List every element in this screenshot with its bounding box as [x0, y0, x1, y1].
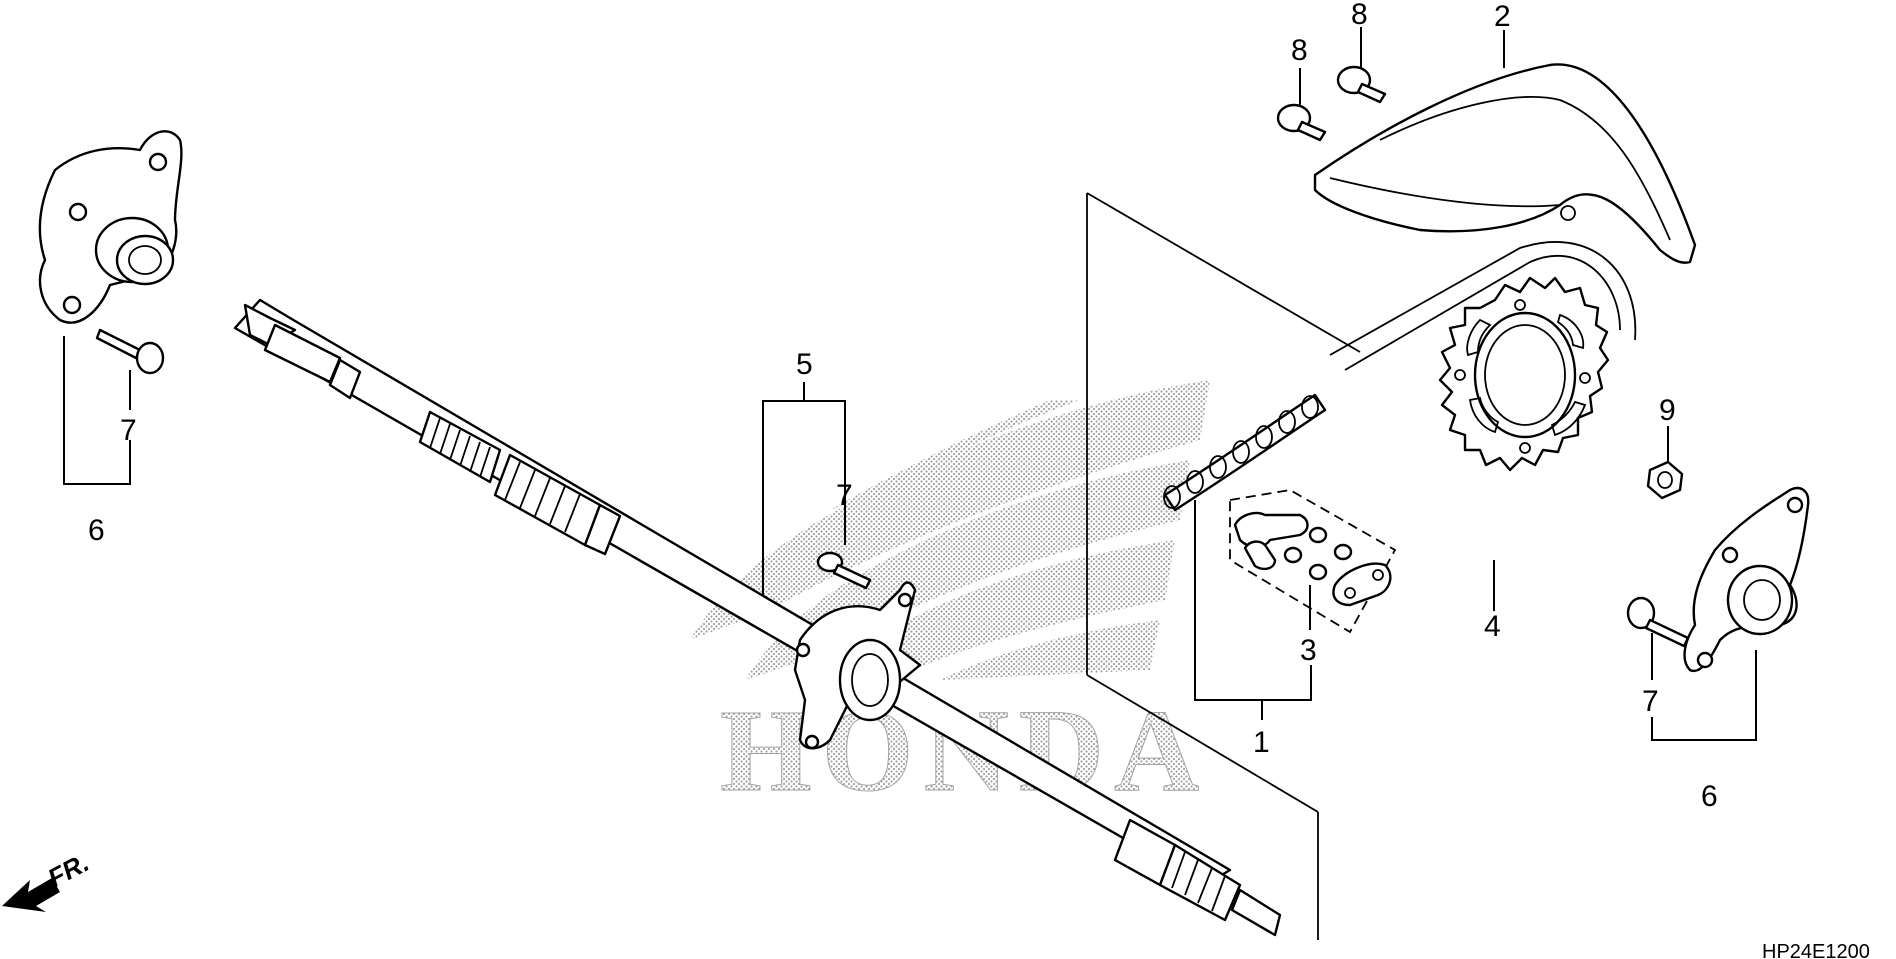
- callout-bolt-right: 7: [1642, 685, 1659, 718]
- hub-left: [38, 130, 183, 324]
- chain-guard: [1313, 63, 1697, 264]
- callout-bolt-left: 7: [120, 414, 137, 447]
- honda-watermark-text: HONDA: [720, 685, 1209, 816]
- center-hub: [793, 581, 922, 750]
- leader-lines: [63, 27, 1757, 741]
- sprocket: [1438, 276, 1610, 472]
- callout-nut-right: 9: [1659, 394, 1676, 427]
- diagram-code: HP24E1200: [1762, 941, 1870, 959]
- rear-axle-shaft: [233, 298, 1282, 937]
- front-direction-indicator: FR.: [2, 847, 94, 912]
- nut-top-b: [1336, 65, 1387, 104]
- callout-hub-right: 6: [1701, 780, 1718, 813]
- nut-right: [1646, 460, 1684, 500]
- nut-top-a: [1276, 103, 1327, 142]
- callout-chain-guard: 2: [1494, 0, 1511, 33]
- callout-nut-top-b: 8: [1351, 0, 1368, 31]
- bolt-left: [95, 328, 165, 375]
- callout-sprocket: 4: [1484, 610, 1501, 643]
- callout-numbers: 1 2 3 4 5 6 6 7 7 7 8 8 9: [88, 0, 1718, 813]
- honda-wing-watermark: HONDA: [690, 380, 1210, 817]
- drive-chain: [1163, 241, 1637, 512]
- callout-bolt-mid: 7: [836, 479, 853, 512]
- hub-right: [1683, 486, 1810, 673]
- callout-hub-group: 5: [796, 348, 813, 381]
- callout-joint-set: 3: [1300, 634, 1317, 667]
- callout-chain: 1: [1253, 726, 1270, 759]
- callout-nut-top-a: 8: [1291, 34, 1308, 67]
- chain-joint-set: [1229, 489, 1397, 634]
- front-arrow-icon: [2, 878, 60, 912]
- callout-hub-left: 6: [88, 514, 105, 547]
- chain-assembly-frame: [1086, 192, 1361, 940]
- bolt-right: [1626, 596, 1690, 648]
- bolt-mid: [816, 551, 872, 590]
